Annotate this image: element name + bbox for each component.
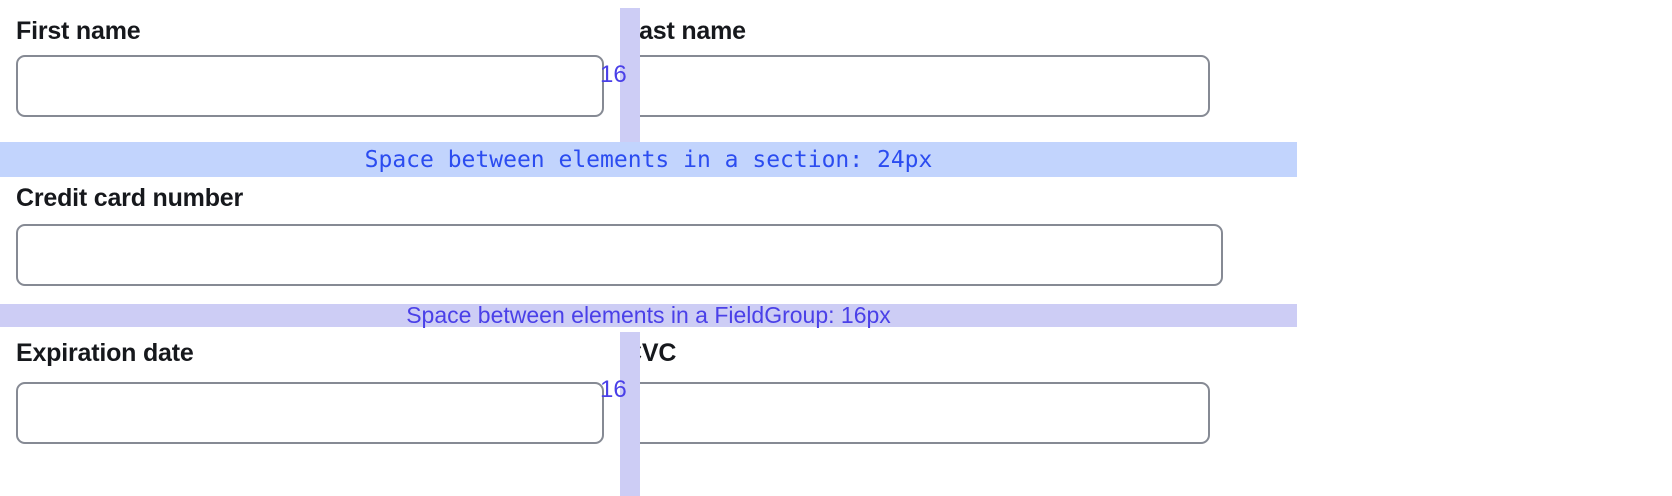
field-row-expiry: Expiration date CVC bbox=[0, 327, 1297, 496]
input-expiration-date[interactable] bbox=[16, 382, 604, 444]
column-gap-label-bottom: 16 bbox=[600, 376, 627, 403]
field-credit-card-number: Credit card number bbox=[0, 177, 1297, 304]
column-gap-marker-top bbox=[620, 8, 640, 142]
annotation-band-fieldgroup-gap: Space between elements in a FieldGroup: … bbox=[0, 302, 1297, 328]
field-last-name: Last name bbox=[620, 0, 1257, 142]
label-expiration-date: Expiration date bbox=[16, 339, 194, 367]
field-row-name: First name Last name bbox=[0, 0, 1297, 142]
input-first-name[interactable] bbox=[16, 55, 604, 117]
annotation-band-section-gap-text: Space between elements in a section: 24p… bbox=[364, 146, 933, 173]
label-cvc: CVC bbox=[624, 339, 677, 367]
label-first-name: First name bbox=[16, 17, 141, 45]
input-cvc[interactable] bbox=[624, 382, 1210, 444]
label-last-name: Last name bbox=[624, 17, 746, 45]
label-credit-card-number: Credit card number bbox=[16, 184, 244, 212]
input-last-name[interactable] bbox=[624, 55, 1210, 117]
annotation-band-fieldgroup-gap-text: Space between elements in a FieldGroup: … bbox=[406, 302, 891, 328]
field-cvc: CVC bbox=[620, 327, 1257, 496]
annotation-band-section-gap: Space between elements in a section: 24p… bbox=[0, 142, 1297, 177]
column-gap-label-top: 16 bbox=[600, 61, 627, 88]
column-gap-marker-bottom bbox=[620, 332, 640, 496]
input-credit-card-number[interactable] bbox=[16, 224, 1223, 286]
field-expiration-date: Expiration date bbox=[0, 327, 620, 496]
form-content: First name Last name 16 Space between el… bbox=[0, 0, 1297, 496]
field-first-name: First name bbox=[0, 0, 620, 142]
